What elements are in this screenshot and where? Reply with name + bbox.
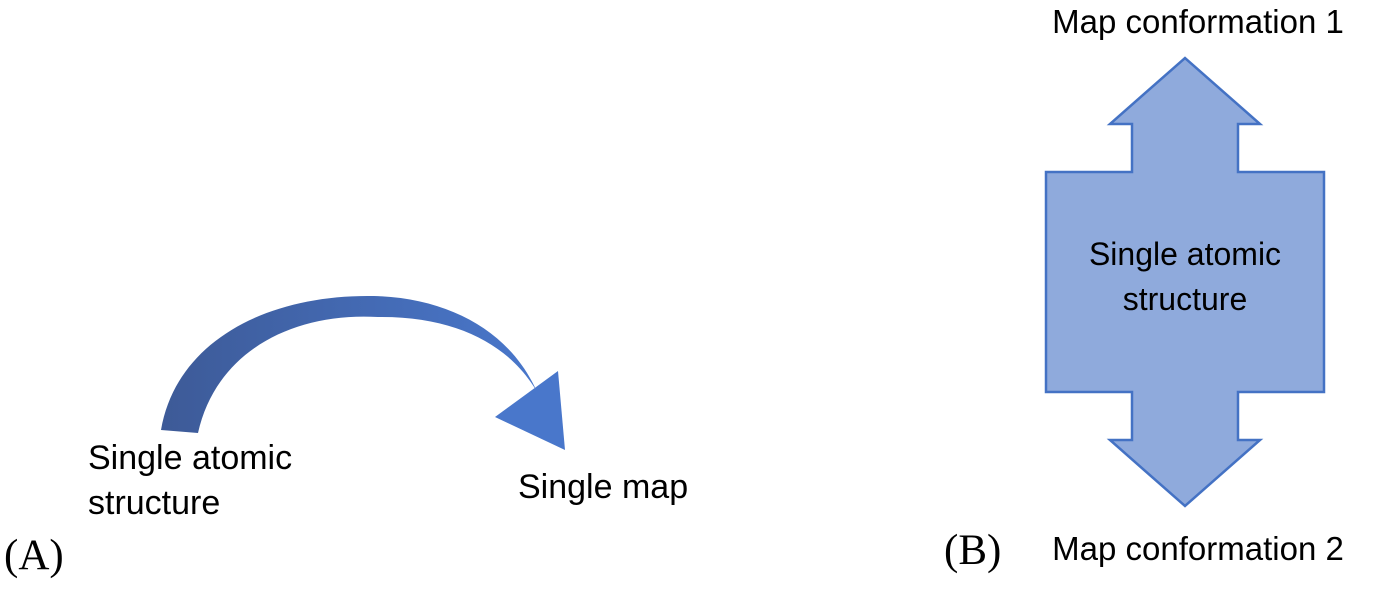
curved-arrow-body: [161, 295, 537, 433]
double-arrow-box: [1044, 56, 1326, 508]
panel-a-letter: (A): [4, 532, 64, 579]
source-structure-label: Single atomic structure: [88, 436, 292, 526]
source-structure-line1: Single atomic: [88, 439, 293, 477]
panel-b-letter: (B): [944, 527, 1002, 574]
map-conformation-2-label: Map conformation 2: [1052, 530, 1344, 567]
single-map-label: Single map: [518, 468, 689, 506]
box-structure-line2: structure: [1122, 281, 1248, 317]
map-conformation-1-label: Map conformation 1: [1052, 3, 1344, 40]
source-structure-line2: structure: [88, 484, 221, 522]
box-structure-label: Single atomic structure: [1046, 232, 1324, 322]
box-structure-line1: Single atomic: [1088, 236, 1282, 272]
curved-arrow-head: [495, 371, 565, 450]
